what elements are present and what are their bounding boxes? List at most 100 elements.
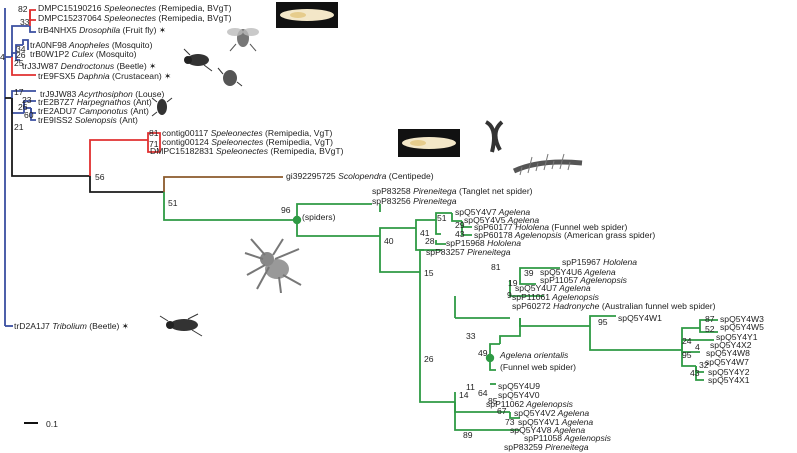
scale-bar-label: 0.1 (46, 419, 58, 429)
louse-picture (150, 94, 174, 118)
tree-branch (461, 227, 472, 236)
clade-label-agelena-orientalis-note: (Funnel web spider) (500, 362, 576, 372)
leaf-label-sp83258: spP83258 Pireneitega (Tanglet net spider… (372, 186, 533, 196)
support-value-n28: 28 (425, 236, 435, 246)
tree-branch (11, 98, 90, 177)
leaf-label-sp11057: spP11057 Agelenopsis (540, 275, 628, 285)
centipede-picture (510, 153, 586, 179)
support-value-n39: 39 (524, 268, 534, 278)
tree-branch (454, 402, 520, 431)
leaf-label-sp60177: spP60177 Hololena (Funnel web spider) (474, 222, 628, 232)
leaf-label-sp5y4v1: spQ5Y4V1 Agelena (518, 417, 593, 427)
tree-branch (419, 272, 455, 403)
support-value-n33b: 33 (466, 331, 476, 341)
leaf-label-sp15968: spP15968 Hololena (446, 238, 521, 248)
leaf-label-sp5y4x1: spQ5Y4X1 (708, 375, 750, 385)
tree-branch (89, 139, 148, 176)
tree-branch (30, 108, 36, 121)
tree-branch (23, 101, 31, 109)
leaf-label-contig124: contig00124 Speleonectes (Remipedia, VgT… (162, 137, 333, 147)
support-value-n95a: 95 (598, 317, 608, 327)
leaf-label-sp5y4w8: spQ5Y4W8 (706, 348, 750, 358)
support-value-n81b: 81 (491, 262, 501, 272)
remipede-picture-middle (398, 129, 460, 157)
support-value-n25: 25 (14, 58, 24, 68)
leaf-label-tr_e2adu7: trE2ADU7 Camponotus (Ant) (38, 106, 149, 116)
support-value-n87: 87 (705, 314, 715, 324)
leaf-label-sp5y4y2: spQ5Y4Y2 (708, 367, 750, 377)
support-value-n60: 60 (24, 110, 34, 120)
clade-node-agelena-orientalis (485, 353, 495, 363)
leaf-label-sp5y4v2: spQ5Y4V2 Agelena (514, 408, 589, 418)
leaf-label-sp11061: spP11061 Agelenopsis (512, 292, 600, 302)
leaf-label-sp5y4w5: spQ5Y4W5 (720, 322, 764, 332)
leaf-label-sp5y4x2: spQ5Y4X2 (710, 340, 752, 350)
clade-label-agelena-orientalis: Agelena orientalis (499, 350, 569, 360)
tree-branch (681, 350, 696, 367)
leaf-label-tr_e9fsx5: trE9FSX5 Daphnia (Crustacean) ✶ (38, 71, 171, 81)
leaf-label-sp60178: spP60178 Agelenopsis (American grass spi… (474, 230, 655, 240)
leaf-label-sp5y4v7: spQ5Y4V7 Agelena (455, 207, 530, 217)
support-value-n43a: 43 (455, 229, 465, 239)
tree-node-markers (292, 215, 495, 363)
tree-branch (147, 140, 160, 153)
support-value-n29: 29 (455, 220, 465, 230)
tree-branch (699, 328, 718, 333)
tree-branch (519, 318, 590, 327)
leaf-label-sp5y4u7: spQ5Y4U7 Agelena (515, 283, 591, 293)
tree-branch (379, 227, 416, 236)
support-value-n49: 49 (478, 348, 488, 358)
leaf-label-dmpc182831: DMPC15182831 Speleonectes (Remipedia, BV… (150, 146, 344, 156)
leaf-label-tr_j9jw83: trJ9JW83 Acyrthosiphon (Louse) (40, 89, 164, 99)
support-value-n4b: 4 (695, 342, 700, 352)
leaf-label-tr_j3jw87: trJ3JW87 Dendroctonus (Beetle) ✶ (22, 61, 156, 71)
tree-branch (379, 236, 420, 273)
support-value-n73: 73 (505, 417, 515, 427)
tree-branch (519, 272, 536, 285)
tree-branch (435, 240, 446, 245)
tree-branch (509, 280, 544, 297)
tree-branch (451, 213, 462, 222)
fruit-fly-picture (226, 22, 260, 52)
leaf-label-sp11062: spP11062 Agelenopsis (486, 399, 574, 409)
support-value-n4: 4 (0, 52, 5, 62)
tree-branch (11, 57, 36, 76)
support-value-n85: 85 (488, 396, 498, 406)
leaf-label-sp15967: spP15967 Hololena (562, 257, 637, 267)
support-value-n56: 56 (95, 172, 105, 182)
tree-branch (415, 215, 437, 228)
tree-branches (4, 8, 718, 431)
leaf-label-tr_b4nhx5: trB4NHX5 Drosophila (Fruit fly) ✶ (38, 25, 166, 35)
support-value-n32: 32 (699, 360, 709, 370)
tree-branch (435, 212, 452, 215)
leaf-label-sp5y4u9: spQ5Y4U9 (498, 381, 540, 391)
daphnia-picture (217, 66, 243, 88)
leaf-label-dmpc237064: DMPC15237064 Speleonectes (Remipedia, BV… (38, 13, 232, 23)
support-value-n9: 9 (507, 290, 512, 300)
leaf-label-tr_b0w1p2: trB0W1P2 Culex (Mosquito) (30, 49, 137, 59)
support-value-n11: 11 (466, 382, 475, 392)
support-value-n81a: 81 (149, 128, 159, 138)
remipede-picture-top (276, 2, 338, 28)
support-value-n52: 52 (705, 324, 715, 334)
tree-branch (695, 366, 704, 381)
leaf-label-tr_d2a1j7: trD2A1J7 Tribolium (Beetle) ✶ (14, 321, 129, 331)
tree-branch (147, 132, 161, 152)
remipede-appendage-picture (480, 118, 510, 156)
tree-branch (11, 25, 30, 57)
support-value-n19: 19 (508, 278, 518, 288)
clade-label-spiders: (spiders) (302, 212, 336, 222)
support-value-n41: 41 (420, 228, 430, 238)
leaf-label-sp5y4w3: spQ5Y4W3 (720, 314, 764, 324)
support-value-n34: 34 (16, 44, 26, 54)
support-value-n26c: 26 (424, 354, 434, 364)
tree-branch (11, 90, 36, 98)
tree-branch (681, 339, 714, 350)
tree-branch (435, 220, 441, 235)
leaf-label-sp5y4v8: spQ5Y4V8 Agelena (510, 425, 585, 435)
leaf-label-tr_a0nf98: trA0NF98 Anopheles (Mosquito) (30, 40, 153, 50)
tree-branch (22, 39, 29, 50)
support-value-n67: 67 (497, 406, 507, 416)
